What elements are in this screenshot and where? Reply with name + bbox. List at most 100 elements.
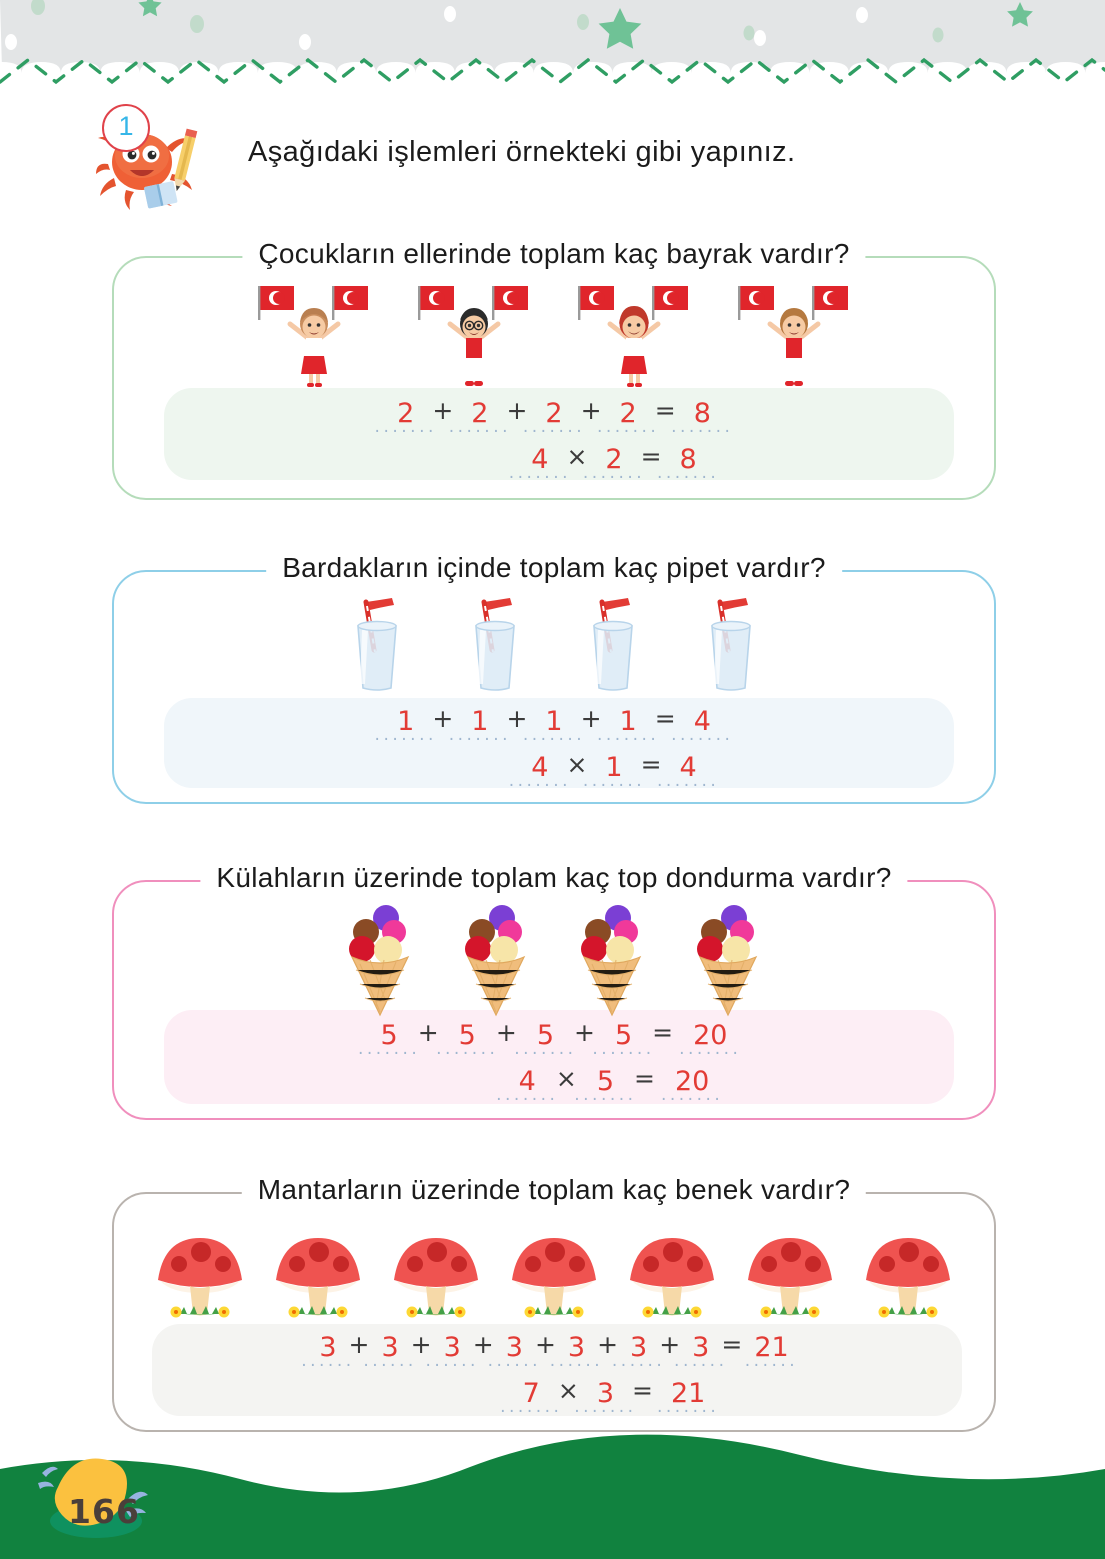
child-with-two-flags-icon (574, 280, 694, 390)
addition-term[interactable]: 3...... (425, 1332, 479, 1371)
exercise-title: Külahların üzerinde toplam kaç top dondu… (200, 862, 908, 894)
addition-result[interactable]: 21...... (744, 1332, 799, 1371)
exercise-mushrooms: Mantarların üzerinde toplam kaç benek va… (112, 1174, 996, 1432)
mushroom-icon (858, 1226, 958, 1322)
times-operator: × (555, 1064, 577, 1093)
addition-term[interactable]: 3...... (549, 1332, 604, 1371)
child-with-two-flags-icon (254, 280, 374, 390)
child-with-two-flags-icon (734, 280, 854, 390)
multiplication-result[interactable]: 4....... (656, 752, 720, 791)
multiplication-equation-row: 7....... × 3....... = 21....... (112, 1376, 1056, 1416)
multiplication-left[interactable]: 7....... (500, 1378, 563, 1417)
multiplication-equation-row: 4....... × 2....... = 8....... (112, 442, 1056, 482)
multiplication-equation-row: 4....... × 5....... = 20....... (112, 1064, 1056, 1104)
plus-operator: + (432, 704, 454, 733)
plus-operator: + (580, 704, 602, 733)
ice-cream-cone-icon (572, 902, 652, 1020)
plus-operator: + (495, 1018, 517, 1047)
exercise-title: Bardakların içinde toplam kaç pipet vard… (266, 552, 842, 584)
multiplication-right[interactable]: 1....... (582, 752, 646, 791)
glass-with-straw-icon (698, 596, 764, 696)
addition-term[interactable]: 1....... (596, 706, 660, 745)
equals-operator: = (634, 1064, 655, 1093)
equals-operator: = (654, 396, 676, 425)
addition-term[interactable]: 2....... (522, 398, 586, 437)
addition-term[interactable]: 3...... (487, 1332, 542, 1371)
addition-result[interactable]: 8....... (671, 398, 734, 437)
plus-operator: + (659, 1330, 681, 1359)
equals-operator: = (652, 1018, 674, 1047)
addition-term[interactable]: 1....... (522, 706, 586, 745)
exercise-straws: Bardakların içinde toplam kaç pipet vard… (112, 552, 996, 804)
illustration-row-glasses-with-straws (112, 596, 996, 696)
plus-operator: + (506, 396, 528, 425)
glass-with-straw-icon (462, 596, 528, 696)
addition-term[interactable]: 5....... (357, 1020, 421, 1059)
answer-panel (152, 1324, 962, 1416)
plus-operator: + (597, 1330, 619, 1359)
equals-operator: = (632, 1376, 653, 1405)
addition-term[interactable]: 1....... (448, 706, 512, 745)
mushroom-icon (740, 1226, 840, 1322)
equals-operator: = (721, 1330, 743, 1359)
plus-operator: + (506, 704, 528, 733)
times-operator: × (557, 1376, 579, 1405)
answer-panel (164, 698, 954, 788)
multiplication-result[interactable]: 20....... (660, 1066, 724, 1105)
ice-cream-cone-icon (456, 902, 536, 1020)
times-operator: × (566, 442, 588, 471)
multiplication-left[interactable]: 4....... (496, 1066, 559, 1105)
exercise-number-badge: 1 (102, 104, 150, 152)
mushroom-icon (622, 1226, 722, 1322)
multiplication-left[interactable]: 4....... (508, 444, 572, 483)
multiplication-left[interactable]: 4....... (508, 752, 572, 791)
addition-term[interactable]: 2....... (596, 398, 660, 437)
child-with-two-flags-icon (414, 280, 534, 390)
multiplication-result[interactable]: 8....... (656, 444, 720, 483)
page-number: 166 (68, 1492, 140, 1531)
addition-term[interactable]: 2....... (448, 398, 512, 437)
addition-term[interactable]: 3...... (674, 1332, 728, 1371)
mushroom-icon (150, 1226, 250, 1322)
addition-term[interactable]: 5....... (436, 1020, 499, 1059)
addition-term[interactable]: 2....... (374, 398, 437, 437)
addition-term[interactable]: 1....... (374, 706, 437, 745)
times-operator: × (566, 750, 588, 779)
multiplication-result[interactable]: 21....... (656, 1378, 720, 1417)
addition-equation-row: 3...... + 3...... + 3...... + 3...... + … (112, 1330, 996, 1370)
addition-equation-row: 1....... + 1....... + 1....... + 1......… (112, 704, 996, 744)
multiplication-equation-row: 4....... × 1....... = 4....... (112, 750, 1056, 790)
addition-term[interactable]: 5....... (592, 1020, 655, 1059)
exercise-title: Çocukların ellerinde toplam kaç bayrak v… (242, 238, 866, 270)
addition-result[interactable]: 20....... (679, 1020, 742, 1059)
plus-operator: + (534, 1330, 556, 1359)
addition-term[interactable]: 3...... (611, 1332, 666, 1371)
plus-operator: + (348, 1330, 370, 1359)
plus-operator: + (472, 1330, 494, 1359)
multiplication-right[interactable]: 5....... (574, 1066, 637, 1105)
multiplication-right[interactable]: 3....... (574, 1378, 637, 1417)
plus-operator: + (417, 1018, 439, 1047)
answer-panel (164, 1010, 954, 1104)
top-decorative-band (0, 0, 1105, 96)
answer-panel (164, 388, 954, 480)
plus-operator: + (410, 1330, 432, 1359)
addition-term[interactable]: 3...... (363, 1332, 417, 1371)
illustration-row-ice-cream-cones (112, 902, 996, 1020)
glass-with-straw-icon (344, 596, 410, 696)
multiplication-right[interactable]: 2....... (582, 444, 646, 483)
equals-operator: = (640, 750, 662, 779)
plus-operator: + (574, 1018, 595, 1047)
mushroom-icon (504, 1226, 604, 1322)
exercise-title: Mantarların üzerinde toplam kaç benek va… (241, 1174, 867, 1206)
exercise-icecream: Külahların üzerinde toplam kaç top dondu… (112, 862, 996, 1120)
addition-term[interactable]: 5....... (514, 1020, 577, 1059)
bottom-decorative-band: 166 (0, 1429, 1105, 1559)
addition-term[interactable]: 3...... (301, 1332, 355, 1371)
instruction-row: 1 Aşağıdaki işlemleri örnekteki gibi yap… (96, 104, 996, 210)
instruction-text: Aşağıdaki işlemleri örnekteki gibi yapın… (248, 136, 796, 168)
addition-equation-row: 2....... + 2....... + 2....... + 2......… (112, 396, 996, 436)
mushroom-icon (268, 1226, 368, 1322)
addition-result[interactable]: 4....... (671, 706, 734, 745)
illustration-row-children-with-flags (112, 280, 996, 390)
